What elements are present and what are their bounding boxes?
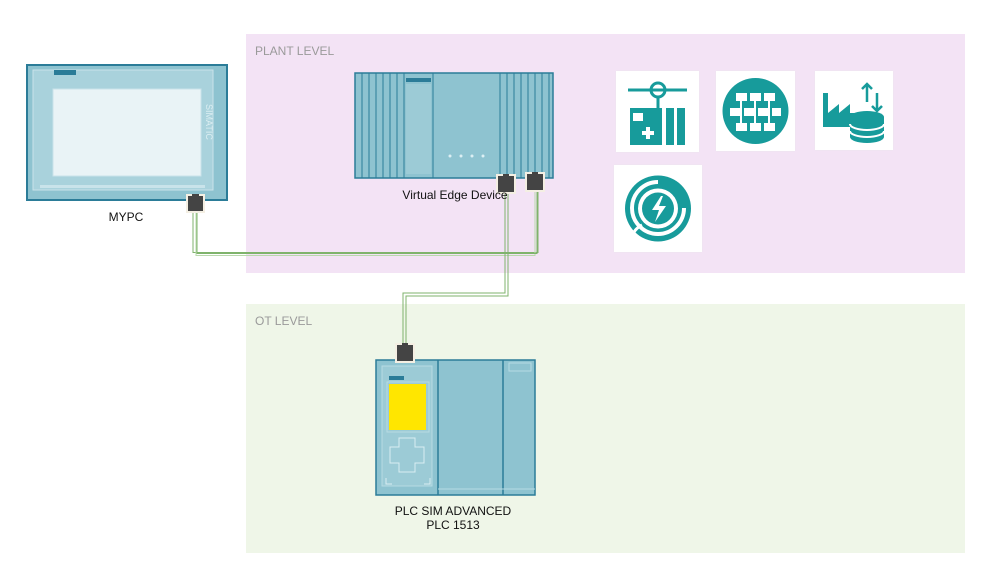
app-tile-data-network[interactable] [716, 71, 795, 151]
mypc-ethernet-port[interactable] [186, 194, 205, 213]
app-tile-plc-connector[interactable] [616, 71, 699, 152]
plc-label-line1: PLC SIM ADVANCED [394, 504, 512, 518]
edge-device[interactable] [354, 72, 554, 179]
factory-database-app-icon [823, 82, 885, 143]
network-cables [192, 190, 539, 352]
energy-manager-app-icon [625, 175, 691, 242]
plant-level-label: PLANT LEVEL [255, 44, 335, 58]
edge-ethernet-port-1[interactable] [496, 174, 516, 194]
mypc-device[interactable]: SIMATIC [26, 64, 228, 201]
ot-level-zone: OT LEVEL [246, 304, 965, 553]
app-tile-factory-database[interactable] [815, 71, 893, 150]
ot-level-label: OT LEVEL [255, 314, 313, 328]
app-tile-energy-manager[interactable] [614, 165, 702, 252]
mypc-label: MYPC [108, 210, 144, 224]
edge-device-label: Virtual Edge Device [402, 188, 508, 202]
edge-ethernet-port-2[interactable] [525, 172, 545, 192]
data-network-app-icon [722, 78, 789, 144]
simatic-brand-text: SIMATIC [204, 104, 214, 140]
plc-connector-app-icon [628, 81, 687, 145]
plc-device[interactable] [375, 359, 536, 496]
plc-ethernet-port[interactable] [395, 343, 415, 363]
plc-label-line2: PLC 1513 [426, 518, 480, 532]
